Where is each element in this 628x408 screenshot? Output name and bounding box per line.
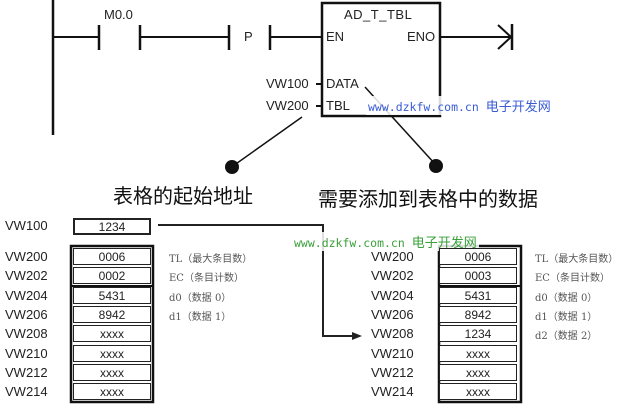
table-address: VW206 [5,306,48,322]
table-address: VW212 [371,364,414,380]
table-note: TL（最大条目数） [535,254,619,265]
table-cell: xxxx [73,383,151,401]
table-note: TL（最大条目数） [169,254,253,265]
table-address: VW200 [371,249,414,264]
table-cell: 1234 [439,325,517,343]
table-address: VW212 [5,364,48,380]
table-cell: 8942 [439,305,517,323]
table-note: d1（数据 1） [169,311,232,323]
table-address: VW206 [371,306,414,322]
table-cell: 5431 [439,286,517,304]
data-callout-text: 需要添加到表格中的数据 [318,187,538,211]
table-cell: 5431 [73,286,151,304]
table-cell: 8942 [73,305,151,323]
tbl-callout-dot [225,160,239,174]
contact-label: M0.0 [104,7,133,22]
before-table-frame [69,244,155,404]
watermark-name: 电子开发网 [411,236,477,251]
table-address: VW208 [5,326,48,342]
source-value: 1234 [73,218,151,235]
table-cell: xxxx [439,383,517,401]
table-address: VW214 [5,384,48,400]
watermark-url: www.dzkfw.com.cn [368,100,479,114]
table-cell: 0003 [439,267,517,285]
tbl-callout-text: 表格的起始地址 [113,184,253,208]
tbl-callout-leader [232,116,303,167]
table-cell: xxxx [73,325,151,343]
table-cell: xxxx [439,344,517,362]
en-pin: EN [326,29,345,44]
watermark-top: www.dzkfw.com.cn 电子开发网 [366,96,553,115]
table-note: d2（数据 2） [535,331,598,343]
table-cell: xxxx [73,344,151,362]
table-note: d0（数据 0） [169,292,232,304]
data-callout-dot [429,159,443,173]
table-address: VW204 [371,287,414,303]
table-note: d1（数据 1） [535,311,598,323]
table-address: VW202 [5,268,48,284]
after-table-frame [437,244,523,404]
eno-pin: ENO [407,29,436,44]
table-cell: xxxx [439,363,517,381]
watermark-name: 电子开发网 [485,100,551,115]
eno-arrow-bottom [497,36,512,50]
table-cell: xxxx [73,363,151,381]
table-address: VW214 [371,384,414,400]
table-note: EC（条目计数） [535,273,610,285]
transfer-arrowhead [352,332,362,340]
table-note: EC（条目计数） [169,273,244,285]
source-address: VW100 [5,218,48,233]
table-address: VW208 [371,326,414,342]
table-address: VW202 [371,268,414,284]
instruction-title: AD_T_TBL [344,7,413,22]
watermark-url: www.dzkfw.com.cn [294,236,405,250]
table-note: d0（数据 0） [535,292,598,304]
table-cell: 0006 [73,248,151,265]
table-address: VW210 [5,345,48,361]
table-address: VW204 [5,287,48,303]
table-cell: 0006 [439,248,517,265]
watermark-middle: www.dzkfw.com.cn 电子开发网 [292,232,479,251]
edge-label: P [244,29,253,44]
instruction-box [320,1,442,118]
table-address: VW200 [5,249,48,264]
table-address: VW210 [371,345,414,361]
table-cell: 0002 [73,267,151,285]
data-operand: VW100 [266,76,309,91]
transfer-arrow-line [158,224,355,337]
data-pin: DATA [326,76,359,91]
tbl-pin: TBL [326,98,350,113]
tbl-operand: VW200 [266,98,309,113]
eno-arrow-top [497,24,512,38]
